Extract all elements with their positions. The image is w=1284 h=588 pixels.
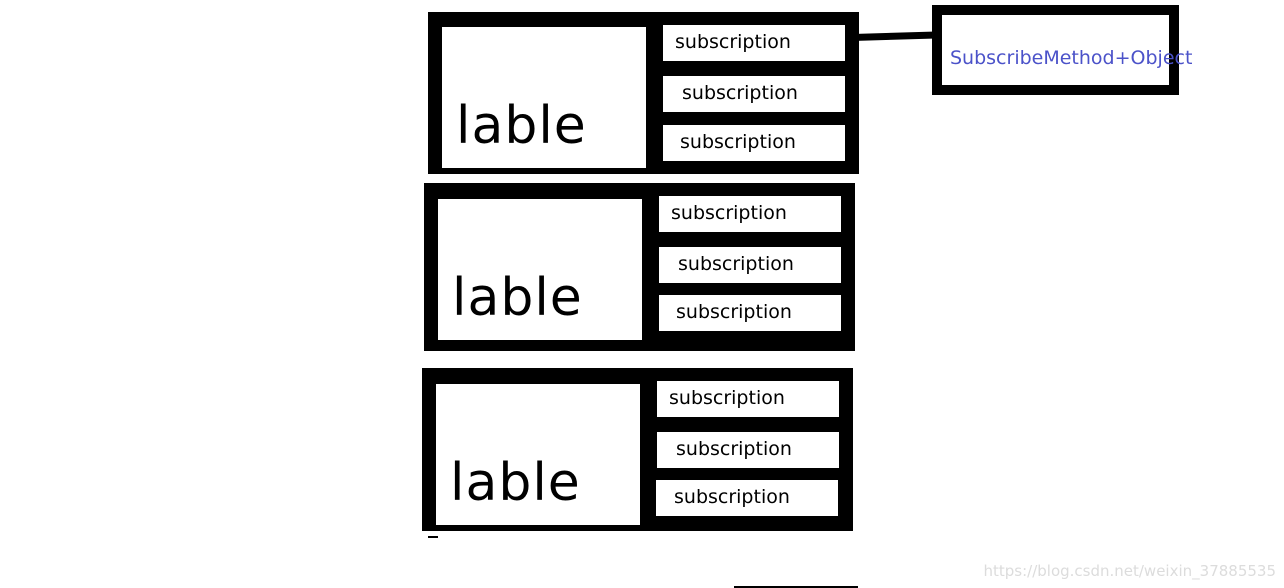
subscription-text-2-3: subscription	[676, 301, 792, 323]
label-box-3: lable	[436, 384, 640, 525]
stray-mark-bottom	[734, 586, 858, 588]
subscription-box-3-1: subscription	[657, 381, 839, 417]
subscribe-method-object-text: SubscribeMethod+Object	[950, 47, 1193, 69]
component-block-1: lable subscription subscription subscrip…	[428, 12, 859, 174]
subscription-text-3-2: subscription	[676, 438, 792, 460]
subscription-box-2-3: subscription	[659, 295, 841, 331]
subscription-box-1-2: subscription	[663, 76, 845, 112]
label-text-1: lable	[456, 96, 587, 156]
subscription-text-3-3: subscription	[674, 486, 790, 508]
subscription-box-3-3: subscription	[656, 480, 838, 516]
subscription-box-1-3: subscription	[663, 125, 845, 161]
subscription-text-1-2: subscription	[682, 82, 798, 104]
label-text-2: lable	[452, 268, 583, 328]
component-block-2: lable subscription subscription subscrip…	[424, 183, 855, 351]
label-box-2: lable	[438, 199, 642, 340]
subscription-text-3-1: subscription	[669, 387, 785, 409]
stray-mark-left	[428, 536, 438, 538]
label-box-1: lable	[442, 27, 646, 168]
subscription-text-1-1: subscription	[675, 31, 791, 53]
subscription-text-2-1: subscription	[671, 202, 787, 224]
component-block-3: lable subscription subscription subscrip…	[422, 368, 853, 531]
subscription-text-1-3: subscription	[680, 131, 796, 153]
label-text-3: lable	[450, 453, 581, 513]
subscription-box-2-2: subscription	[659, 247, 841, 283]
subscribe-method-object-inner: SubscribeMethod+Object	[942, 15, 1192, 85]
subscription-box-1-1: subscription	[663, 25, 845, 61]
subscribe-method-object-box: SubscribeMethod+Object	[932, 5, 1192, 95]
subscription-text-2-2: subscription	[678, 253, 794, 275]
subscription-box-3-2: subscription	[657, 432, 839, 468]
watermark-text: https://blog.csdn.net/weixin_37885535	[983, 562, 1276, 580]
subscription-box-2-1: subscription	[659, 196, 841, 232]
